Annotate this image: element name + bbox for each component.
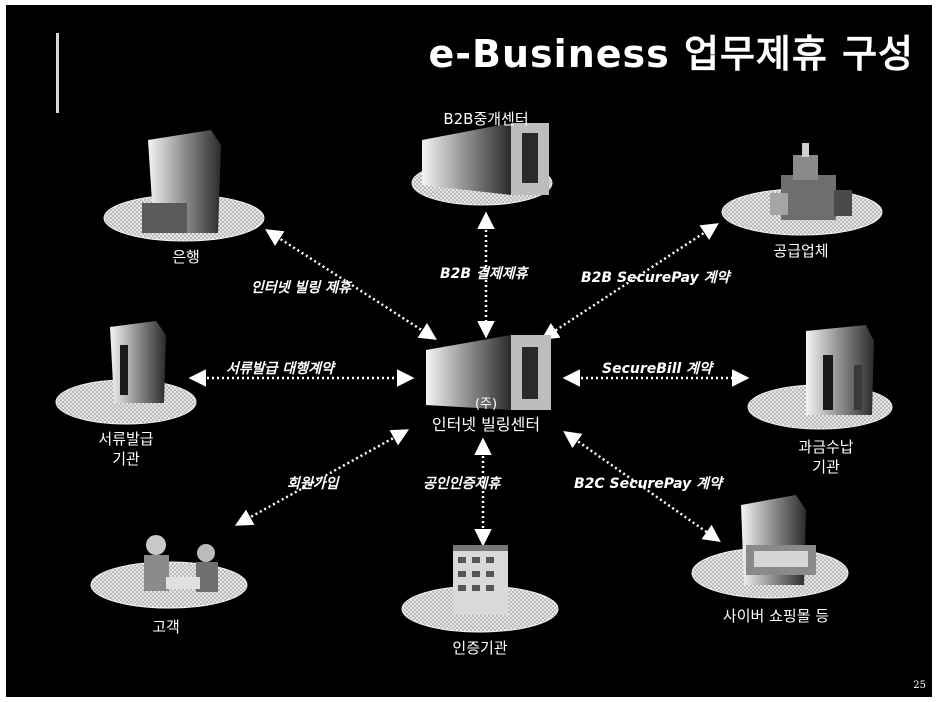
edge-label-billing: SecureBill 계약 [602, 361, 712, 377]
page-number: 25 [913, 680, 926, 691]
edge-label-mall: B2C SecurePay 계약 [574, 476, 722, 492]
edge-label-customer: 회원가입 [287, 476, 339, 492]
b2b-center-building-icon [422, 123, 549, 195]
node-supplier-label: 공급업체 [773, 242, 829, 260]
node-doc-issuer-label: 서류발급 기관 [98, 430, 154, 468]
edge-supplier [541, 223, 719, 340]
edge-customer [234, 429, 410, 526]
node-cert-authority-label: 인증기관 [452, 639, 508, 657]
node-b2b-center-label: B2B중개센터 [443, 110, 529, 128]
center-building-icon [426, 335, 551, 410]
edge-label-b2b: B2B 결제제휴 [440, 266, 528, 282]
cyber-mall-building-icon [741, 495, 816, 585]
network-diagram [55, 123, 893, 633]
edge-label-doc: 서류발급 대행계약 [226, 361, 334, 377]
edge-label-supplier: B2B SecurePay 계약 [581, 270, 730, 286]
edge-mall [563, 430, 721, 543]
title-accent-bar [56, 33, 59, 113]
supplier-building-icon [770, 143, 852, 220]
billing-agency-building-icon [806, 325, 874, 415]
slide-title: e-Business 업무제휴 구성 [428, 32, 914, 76]
edge-label-bank: 인터넷 빌링 제휴 [251, 280, 351, 296]
center-node-label-top: (주) [474, 397, 498, 412]
doc-issuer-building-icon [110, 321, 166, 403]
node-billing-agency-label: 과금수납 기관 [798, 438, 854, 476]
node-cyber-mall-label: 사이버 쇼핑몰 등 [722, 607, 830, 625]
node-customer-label: 고객 [152, 618, 180, 636]
node-bank-label: 은행 [172, 248, 200, 266]
customer-icon [144, 535, 218, 592]
edge-label-cert: 공인인증제휴 [423, 476, 501, 492]
bank-building-icon [142, 130, 221, 233]
slide: e-Business 업무제휴 구성 [6, 5, 932, 697]
center-node-label: 인터넷 빌링센터 [431, 415, 541, 434]
cert-authority-building-icon [453, 545, 508, 615]
